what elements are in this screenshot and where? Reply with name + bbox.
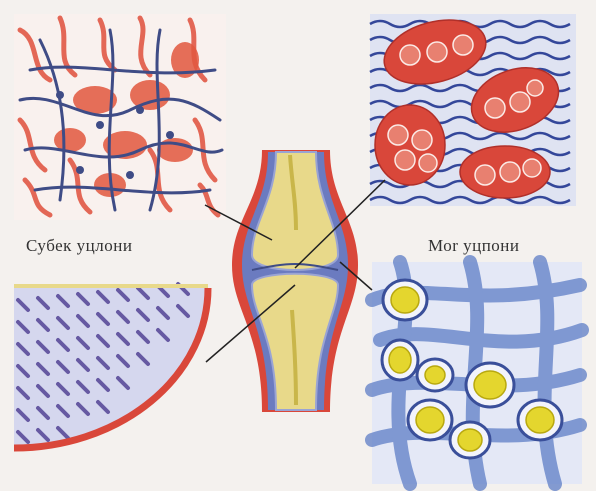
panel-bottom-right-elastic xyxy=(372,262,582,484)
panel-top-left-loose-tissue xyxy=(14,14,226,220)
panel-bottom-left-fibrous-disc xyxy=(14,284,208,448)
panel-top-right-cartilage xyxy=(370,10,576,206)
left-panel-label: Субек уцлони xyxy=(26,236,132,256)
right-panel-label: Моr уцпони xyxy=(428,236,520,256)
joint-illustration xyxy=(232,150,358,412)
